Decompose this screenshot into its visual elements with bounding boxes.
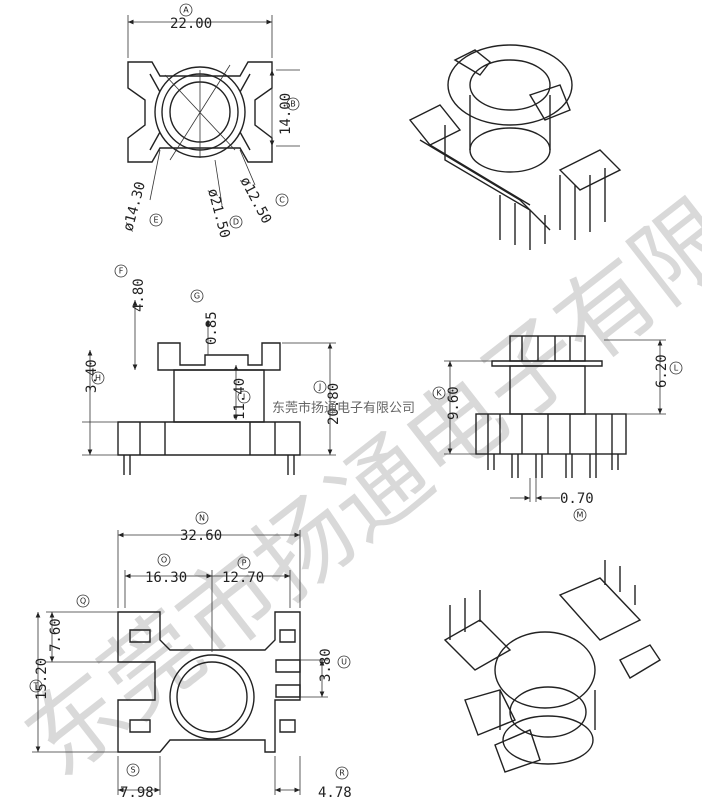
mark-e: E — [153, 216, 158, 225]
mark-q: Q — [80, 597, 86, 606]
dim-n-text: 32.60 — [180, 528, 222, 544]
mark-l: L — [674, 364, 679, 373]
mark-d: D — [233, 218, 239, 227]
dim-e-text: ø14.30 — [120, 180, 149, 233]
mark-t: T — [33, 682, 39, 691]
dim-f-text: 4.80 — [131, 278, 147, 312]
watermark-small: 东莞市扬通电子有限公司 — [272, 400, 415, 416]
dim-q-text: 7.60 — [48, 618, 64, 652]
dim-l-text: 6.20 — [654, 354, 670, 388]
dim-t-text: 15.20 — [34, 658, 50, 700]
dim-s-text: 7.98 — [120, 785, 154, 801]
side-view — [444, 335, 666, 502]
mark-j: J — [318, 383, 321, 392]
dim-d-text: ø21.50 — [204, 187, 233, 240]
dim-u-text: 3.80 — [318, 648, 334, 682]
mark-h: H — [95, 374, 101, 383]
dim-m-text: 0.70 — [560, 491, 594, 507]
mark-k: K — [436, 389, 442, 398]
mark-c: C — [279, 196, 285, 205]
dim-k-text: 9.60 — [446, 386, 462, 420]
dim-o-text: 16.30 — [145, 570, 187, 586]
dim-g-text: 0.85 — [204, 311, 220, 345]
mark-a: A — [183, 6, 189, 15]
bottom-view — [32, 530, 328, 795]
mark-n: N — [199, 514, 205, 523]
mark-s: S — [130, 766, 135, 775]
mark-o: O — [161, 556, 167, 565]
watermark-large: 东莞市扬通电子有限公司 — [5, 60, 702, 798]
dim-b-text: 14.00 — [278, 93, 294, 135]
front-view — [82, 300, 336, 475]
mark-f: F — [119, 267, 124, 276]
top-view — [127, 15, 300, 206]
isometric-view-bottom — [443, 560, 661, 773]
dim-a-text: 22.00 — [170, 16, 212, 32]
dim-i-text: 11.40 — [232, 378, 248, 420]
dim-p-text: 12.70 — [222, 570, 264, 586]
dim-r-text: 4.78 — [318, 785, 352, 801]
mark-u: U — [341, 658, 347, 667]
mark-b: B — [290, 100, 296, 109]
mark-m: M — [577, 511, 584, 520]
mark-i: I — [243, 393, 245, 402]
dim-c-text: ø12.50 — [236, 174, 274, 226]
dim-j-text: 20.80 — [326, 383, 342, 425]
isometric-view-top — [408, 44, 622, 250]
mark-r: R — [339, 769, 345, 778]
mark-p: P — [242, 559, 247, 568]
mark-g: G — [194, 292, 200, 301]
